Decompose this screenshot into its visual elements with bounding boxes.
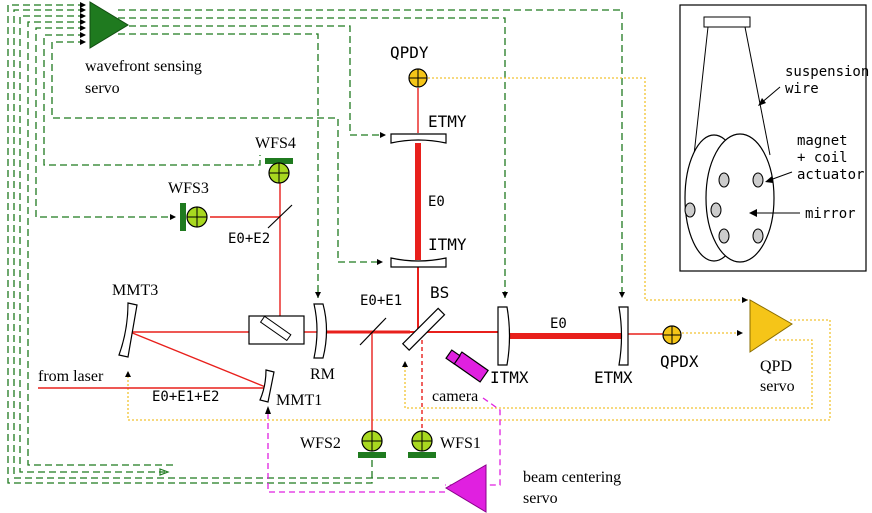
etmx-label: ETMX — [594, 368, 633, 387]
qpd-servo-triangle — [749, 299, 793, 353]
rm-mirror — [313, 303, 328, 359]
suspension-label-2: wire — [785, 81, 819, 97]
itmy-label: ITMY — [428, 235, 467, 254]
wfs3-detector — [180, 203, 208, 231]
mmt1-label: MMT1 — [276, 392, 322, 409]
modulator-box — [248, 315, 305, 345]
mmt1-mirror — [259, 369, 275, 403]
wfs2-label: WFS2 — [300, 435, 341, 452]
wfs-feedback-lines — [7, 4, 623, 484]
wfs1-detector — [408, 430, 436, 458]
e0-horizontal-label: E0 — [550, 316, 567, 332]
wfs2-detector — [358, 430, 386, 458]
laser-beams — [38, 88, 668, 432]
e0-e1-e2-label: E0+E1+E2 — [152, 389, 219, 405]
wfs4-label: WFS4 — [255, 135, 296, 152]
itmy-mirror — [390, 257, 447, 268]
e0-e1-splitter — [359, 317, 387, 346]
itmx-mirror — [497, 306, 511, 366]
beam-centering-arrowhead — [265, 406, 271, 414]
qpdx-photodiode — [662, 325, 682, 345]
mirror-label: mirror — [805, 206, 856, 222]
magnet-label-3: actuator — [797, 167, 864, 183]
qpdy-label: QPDY — [390, 43, 429, 62]
magnet-label-2: + coil — [797, 150, 848, 166]
camera-device — [445, 349, 489, 383]
bs-beam-splitter — [401, 307, 446, 351]
wavefront-sensing-servo-triangle — [89, 1, 129, 49]
wfs-servo-label-1: wavefront sensing — [85, 58, 202, 75]
magnet-label-1: magnet — [797, 133, 848, 149]
rm-label: RM — [310, 366, 335, 383]
wfs-arrowheads — [80, 2, 625, 476]
e0-e1-label: E0+E1 — [360, 293, 402, 309]
e0-e2-label: E0+E2 — [228, 231, 270, 247]
suspension-label-1: suspension — [785, 64, 869, 80]
etmy-mirror — [390, 133, 447, 144]
qpdy-photodiode — [408, 68, 428, 88]
etmx-mirror — [618, 306, 629, 366]
wfs-pickoff-splitter — [267, 204, 293, 229]
wfs1-label: WFS1 — [440, 435, 481, 452]
wfs4-detector — [265, 158, 293, 184]
camera-label: camera — [432, 388, 478, 405]
mmt3-label: MMT3 — [112, 282, 158, 299]
qpd-feedback-lines — [127, 77, 831, 421]
wfs3-label: WFS3 — [168, 180, 209, 197]
etmy-label: ETMY — [428, 112, 467, 131]
qpd-arrowheads — [125, 297, 748, 377]
bs-label: BS — [430, 283, 449, 302]
from-laser-label: from laser — [38, 368, 104, 385]
itmx-label: ITMX — [490, 368, 529, 387]
beam-centering-servo-triangle — [445, 464, 487, 513]
suspension-inset — [679, 4, 867, 272]
qpd-servo-label-2: servo — [760, 378, 795, 395]
beam-servo-label-2: servo — [523, 490, 558, 507]
mmt3-mirror — [118, 302, 138, 358]
wfs-servo-label-2: servo — [85, 80, 120, 97]
qpd-servo-label-1: QPD — [760, 358, 792, 375]
e0-vertical-label: E0 — [428, 194, 445, 210]
qpdx-label: QPDX — [660, 352, 699, 371]
beam-servo-label-1: beam centering — [523, 469, 621, 486]
